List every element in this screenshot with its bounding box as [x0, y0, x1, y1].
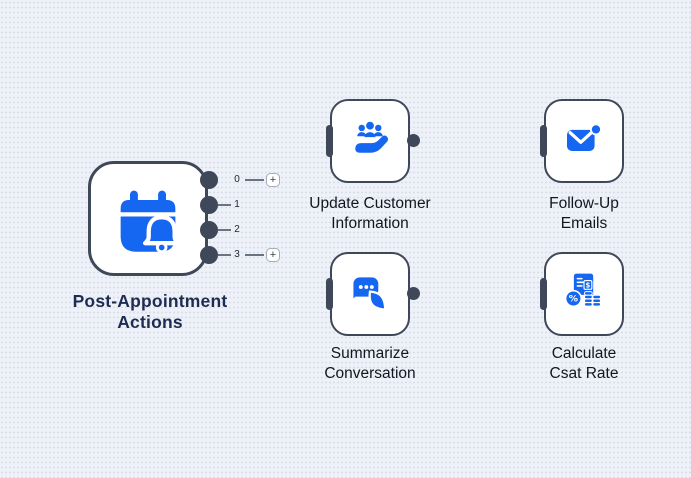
port-0-number: 0	[234, 174, 240, 185]
label-calculate-csat-rate: Calculate Csat Rate	[499, 344, 669, 383]
port-0-add-line	[245, 179, 264, 181]
port-3-number: 3	[234, 249, 240, 260]
input-port-follow-up-emails[interactable]	[540, 125, 547, 157]
svg-text:%: %	[569, 294, 578, 305]
percent-calculator-icon: $ %	[564, 273, 602, 308]
port-3-stub-line	[218, 254, 231, 256]
label-follow-up-emails: Follow-Up Emails	[499, 194, 669, 233]
plus-icon: +	[269, 174, 277, 186]
input-port-update-customer-information[interactable]	[326, 125, 333, 157]
node-calculate-csat-rate[interactable]: $ %	[544, 252, 624, 336]
label-line2: Emails	[560, 214, 608, 232]
label-update-customer-information: Update Customer Information	[285, 194, 455, 233]
label-line2: Conversation	[324, 364, 416, 382]
node-post-appointment-actions[interactable]	[88, 161, 208, 276]
node-follow-up-emails[interactable]	[544, 99, 624, 183]
output-port-2[interactable]	[200, 221, 218, 239]
output-port-1[interactable]	[200, 196, 218, 214]
output-port-3[interactable]	[200, 246, 218, 264]
port-3-add-line	[245, 254, 264, 256]
add-node-button-port-0[interactable]: +	[266, 173, 280, 187]
add-node-button-port-3[interactable]: +	[266, 248, 280, 262]
email-notification-icon	[566, 123, 602, 152]
main-node-label-line1: Post-Appointment	[72, 291, 228, 311]
hand-customers-icon	[355, 121, 389, 153]
label-line1: Follow-Up	[549, 195, 619, 212]
port-1-number: 1	[234, 199, 240, 210]
input-port-calculate-csat-rate[interactable]	[540, 278, 547, 310]
output-port-summarize-conversation[interactable]	[407, 287, 420, 300]
main-node-label: Post-Appointment Actions	[40, 291, 260, 333]
main-node-label-line2: Actions	[117, 312, 183, 332]
svg-text:$: $	[586, 281, 591, 289]
chat-bubbles-icon	[353, 277, 387, 311]
output-port-update-customer-information[interactable]	[407, 134, 420, 147]
node-update-customer-information[interactable]	[330, 99, 410, 183]
label-line1: Update Customer	[309, 195, 431, 212]
calendar-bell-icon	[120, 190, 181, 253]
label-line1: Summarize	[330, 345, 410, 362]
port-2-stub-line	[218, 229, 231, 231]
port-1-stub-line	[218, 204, 231, 206]
label-line1: Calculate	[551, 345, 617, 362]
node-summarize-conversation[interactable]	[330, 252, 410, 336]
port-2-number: 2	[234, 224, 240, 235]
output-port-0[interactable]	[200, 171, 218, 189]
label-line2: Information	[331, 214, 409, 232]
input-port-summarize-conversation[interactable]	[326, 278, 333, 310]
label-line2: Csat Rate	[549, 364, 619, 382]
label-summarize-conversation: Summarize Conversation	[285, 344, 455, 383]
plus-icon: +	[269, 249, 277, 261]
